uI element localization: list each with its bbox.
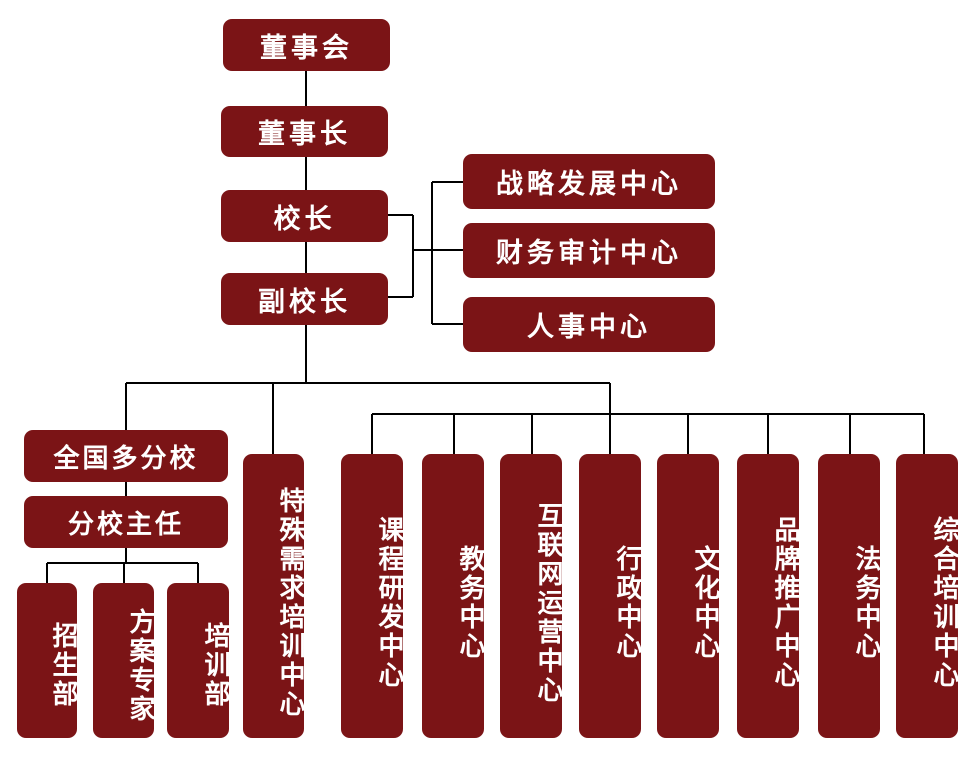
branches-node: 全国多分校 (24, 430, 228, 482)
training-dept-node: 培训部 (167, 583, 230, 738)
enrollment-dept-node: 招生部 (17, 583, 78, 738)
strategy-center-node: 战略发展中心 (463, 154, 715, 209)
brand-center-node: 品牌推广中心 (737, 454, 800, 738)
academic-center-node: 教务中心 (422, 454, 485, 738)
curriculum-center-node: 课程研发中心 (341, 454, 404, 738)
plan-expert-node: 方案专家 (93, 583, 155, 738)
chairman-node: 董事长 (221, 106, 388, 157)
vice-principal-node: 副校长 (221, 273, 388, 325)
principal-node: 校长 (221, 190, 388, 242)
internet-ops-center-node: 互联网运营中心 (500, 454, 563, 738)
finance-audit-center-node: 财务审计中心 (463, 223, 715, 278)
hr-center-node: 人事中心 (463, 297, 715, 352)
branch-director-node: 分校主任 (24, 496, 228, 548)
board-node: 董事会 (223, 19, 390, 71)
culture-center-node: 文化中心 (657, 454, 720, 738)
legal-center-node: 法务中心 (818, 454, 881, 738)
special-needs-center-node: 特殊需求培训中心 (243, 454, 305, 738)
comprehensive-training-center-node: 综合培训中心 (896, 454, 959, 738)
admin-center-node: 行政中心 (579, 454, 642, 738)
